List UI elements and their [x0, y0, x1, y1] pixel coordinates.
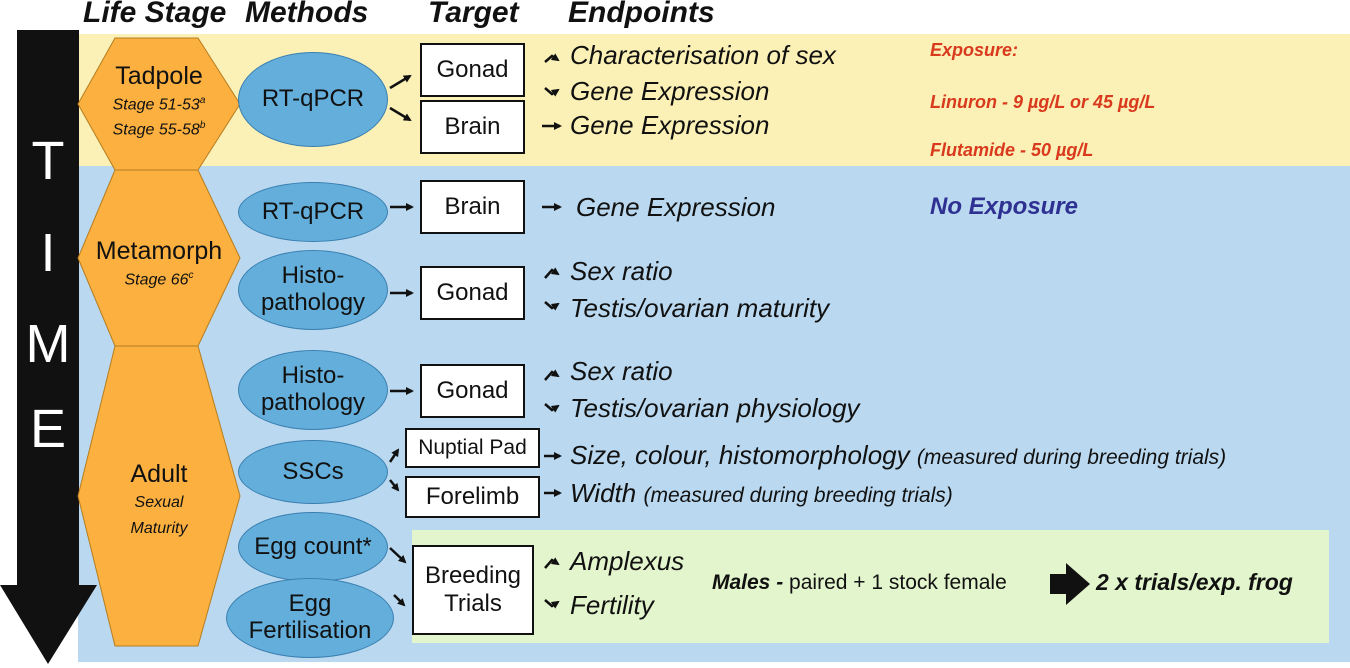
time-letter-i: I [40, 223, 56, 283]
target-brain-tadpole: Brain [420, 100, 525, 154]
endpoint-sex-ratio-1: Sex ratio [570, 256, 673, 286]
endpoint-testis-maturity: Testis/ovarian maturity [570, 293, 830, 323]
endpoint-gene-expression-2: Gene Expression [570, 110, 770, 140]
exposure-flutamide: Flutamide - 50 µg/L [930, 140, 1094, 160]
arrow-rtqpcr-to-brain [389, 106, 412, 122]
header-methods: Methods [245, 0, 369, 29]
endpoint-amplexus: Amplexus [570, 546, 685, 576]
arrow-big-trials [1050, 563, 1090, 605]
endpoint-gene-expression-1: Gene Expression [570, 76, 770, 106]
endpoint-size-colour: Size, colour, histomorphology (measured … [570, 440, 1227, 470]
method-histopathology-metamorph: Histo-pathology [238, 250, 388, 330]
endpoint-width-note: (measured during breeding trials) [643, 484, 953, 507]
arrow-gonad-sexratio-metamorph [544, 267, 560, 279]
target-brain-metamorph: Brain [420, 180, 525, 234]
stage-adult-name: Adult [130, 460, 188, 488]
stage-tadpole-name: Tadpole [115, 62, 203, 90]
method-sscs: SSCs [238, 440, 388, 504]
breeding-note-trials: 2 x trials/exp. frog [1096, 569, 1293, 595]
arrow-breeding-fertility [544, 599, 560, 609]
arrow-breeding-amplexus [544, 557, 560, 569]
endpoint-width: Width (measured during breeding trials) [570, 478, 953, 508]
target-forelimb: Forelimb [405, 476, 540, 518]
breeding-note-males: Males - [712, 571, 784, 594]
arrow-gonad-sexratio-adult [544, 369, 560, 381]
time-arrow [0, 30, 97, 664]
arrow-sscs-to-nuptial [388, 448, 400, 463]
life-stage-hexagons [77, 37, 241, 647]
method-rtqpcr-tadpole: RT-qPCR [238, 52, 388, 147]
arrow-gonad-maturity-metamorph [544, 301, 560, 311]
arrow-gonad-gene [544, 87, 560, 97]
target-gonad-metamorph: Gonad [420, 266, 525, 320]
arrow-eggfert-to-breeding [393, 594, 406, 607]
method-rtqpcr-metamorph: RT-qPCR [238, 182, 388, 242]
breeding-note-paired: paired + 1 stock female [789, 571, 1007, 594]
target-nuptial-pad: Nuptial Pad [405, 428, 540, 468]
stage-tadpole-line1: Stage 51-53a [112, 95, 206, 114]
stage-adult-line2: Maturity [130, 520, 188, 537]
stage-adult-line1: Sexual [134, 494, 184, 511]
endpoint-fertility: Fertility [570, 590, 654, 620]
exposure-linuron: Linuron - 9 µg/L or 45 µg/L [930, 92, 1156, 112]
arrow-rtqpcr-to-gonad [389, 74, 412, 90]
endpoint-characterisation-of-sex: Characterisation of sex [570, 40, 836, 70]
endpoint-gene-expression-3: Gene Expression [576, 192, 776, 222]
endpoint-size-colour-note: (measured during breeding trials) [916, 446, 1227, 469]
header-life-stage: Life Stage [83, 0, 227, 29]
stage-metamorph-line1: Stage 66c [124, 270, 194, 289]
arrow-gonad-physiology-adult [544, 403, 560, 413]
time-letter-m: M [25, 314, 71, 374]
endpoint-testis-physiology: Testis/ovarian physiology [570, 393, 860, 423]
method-histopathology-adult: Histo-pathology [238, 350, 388, 430]
breeding-band [412, 530, 1329, 643]
target-gonad-tadpole: Gonad [420, 43, 525, 97]
breeding-note: Males - paired + 1 stock female [712, 571, 1007, 595]
endpoint-sex-ratio-2: Sex ratio [570, 356, 673, 386]
arrow-eggcount-to-breeding [389, 547, 407, 564]
arrow-gonad-char-sex [544, 53, 560, 63]
header-endpoints: Endpoints [568, 0, 715, 29]
time-letter-e: E [29, 399, 67, 459]
time-letter-t: T [31, 131, 65, 191]
method-egg-count: Egg count* [238, 512, 388, 582]
stage-metamorph-name: Metamorph [95, 237, 223, 265]
stage-tadpole-line2: Stage 55-58b [112, 120, 206, 139]
hexagon-adult [77, 345, 241, 647]
exposure-title: Exposure: [930, 40, 1019, 60]
header-target: Target [428, 0, 519, 29]
target-gonad-adult: Gonad [420, 364, 525, 418]
no-exposure-label: No Exposure [930, 193, 1079, 220]
arrow-sscs-to-forelimb [389, 479, 400, 492]
